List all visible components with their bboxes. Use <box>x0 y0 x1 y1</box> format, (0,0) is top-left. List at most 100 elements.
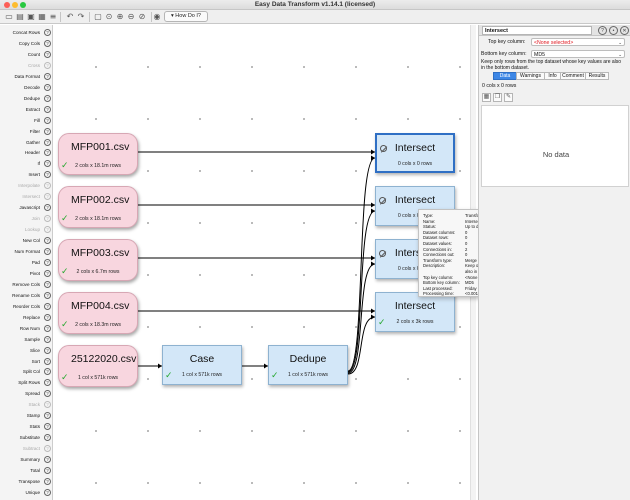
help-icon[interactable]: ? <box>44 50 51 58</box>
help-icon[interactable]: ? <box>44 116 51 124</box>
sidebar-item-split-rows[interactable]: Split Rows? <box>0 377 53 388</box>
help-icon[interactable]: ? <box>44 171 51 179</box>
tab-results[interactable]: Results <box>585 72 609 80</box>
help-icon[interactable]: ? <box>44 72 51 80</box>
stop-icon[interactable]: ◉ <box>153 12 161 21</box>
sidebar-item-rename-cols[interactable]: Rename Cols? <box>0 290 53 301</box>
help-icon[interactable]: ? <box>44 445 51 453</box>
data-grid[interactable]: No data <box>481 105 629 187</box>
tab-comment[interactable]: Comment <box>560 72 586 80</box>
panel-title-field[interactable]: Intersect <box>482 26 592 35</box>
help-icon[interactable]: ? <box>44 237 51 245</box>
sidebar-item-stack[interactable]: Stack? <box>0 399 53 410</box>
sidebar-item-insert[interactable]: Insert? <box>0 169 53 180</box>
help-icon[interactable]: ? <box>44 368 51 376</box>
help-icon[interactable]: ? <box>44 39 51 47</box>
help-icon[interactable]: ? <box>44 204 51 212</box>
help-icon[interactable]: ? <box>44 193 51 201</box>
help-icon[interactable]: ? <box>44 105 51 113</box>
help-icon[interactable]: ? <box>44 357 51 365</box>
sidebar-item-row-num[interactable]: Row Num? <box>0 323 53 334</box>
sidebar-item-extract[interactable]: Extract? <box>0 104 53 115</box>
recent-icon[interactable]: ≡ <box>49 12 57 21</box>
sidebar-item-gather[interactable]: Gather? <box>0 137 53 148</box>
sidebar-item-unique[interactable]: Unique? <box>0 487 53 498</box>
sidebar-item-copy-cols[interactable]: Copy Cols? <box>0 38 53 49</box>
zoom-out-icon[interactable]: ⊖ <box>127 12 135 21</box>
tab-warnings[interactable]: Warnings <box>516 72 545 80</box>
help-icon[interactable]: ? <box>44 313 51 321</box>
sidebar-item-reorder-cols[interactable]: Reorder Cols? <box>0 301 53 312</box>
edit-icon[interactable]: ✎ <box>504 93 513 102</box>
sidebar-item-new-col[interactable]: New Col? <box>0 235 53 246</box>
sidebar-item-intersect[interactable]: Intersect? <box>0 191 53 202</box>
help-icon[interactable]: ? <box>44 61 51 69</box>
bottom-key-select[interactable]: MD5 ⌄ <box>531 50 625 58</box>
sidebar-item-stats[interactable]: Stats? <box>0 421 53 432</box>
sidebar-item-dedupe[interactable]: Dedupe? <box>0 93 53 104</box>
sidebar-item-count[interactable]: Count? <box>0 49 53 60</box>
sidebar-item-subtract[interactable]: Subtract? <box>0 443 53 454</box>
sidebar-item-javascript[interactable]: Javascript? <box>0 202 53 213</box>
help-icon[interactable]: ? <box>44 94 51 102</box>
help-icon[interactable]: ? <box>44 149 51 157</box>
help-icon[interactable]: ? <box>44 160 51 168</box>
redo-icon[interactable]: ↷ <box>77 12 85 21</box>
sidebar-item-summary[interactable]: Summary? <box>0 454 53 465</box>
sidebar-item-cross[interactable]: Cross? <box>0 60 53 71</box>
sidebar-item-sample[interactable]: Sample? <box>0 334 53 345</box>
sidebar-item-interpolate[interactable]: Interpolate? <box>0 180 53 191</box>
help-icon[interactable]: ? <box>44 291 51 299</box>
zoom-in-icon[interactable]: ⊕ <box>116 12 124 21</box>
how-do-i-button[interactable]: ▾ How Do I? <box>164 11 208 22</box>
help-icon[interactable]: ? <box>44 280 51 288</box>
help-icon[interactable]: ? <box>44 248 51 255</box>
help-icon[interactable]: ? <box>44 390 51 398</box>
tab-info[interactable]: Info <box>544 72 561 80</box>
sidebar-item-filter[interactable]: Filter? <box>0 126 53 137</box>
help-icon[interactable]: ? <box>598 26 607 35</box>
sidebar-item-header[interactable]: Header? <box>0 147 53 158</box>
sidebar-item-concat-rows[interactable]: Concat Rows? <box>0 27 53 38</box>
sidebar-item-pivot[interactable]: Pivot? <box>0 268 53 279</box>
page-icon[interactable]: ▢ <box>94 12 102 21</box>
pin-icon[interactable]: • <box>609 26 618 35</box>
tab-data[interactable]: Data <box>493 72 517 80</box>
sidebar-item-join[interactable]: Join? <box>0 213 53 224</box>
minimize-window-button[interactable] <box>12 2 18 8</box>
help-icon[interactable]: ? <box>44 83 51 91</box>
help-icon[interactable]: ? <box>44 379 51 387</box>
help-icon[interactable]: ? <box>44 182 51 190</box>
help-icon[interactable]: ? <box>44 467 51 474</box>
new-file-icon[interactable]: ▭ <box>5 12 13 21</box>
sidebar-item-spread[interactable]: Spread? <box>0 388 53 399</box>
help-icon[interactable]: ? <box>44 423 51 431</box>
help-icon[interactable]: ? <box>44 127 51 135</box>
help-icon[interactable]: ? <box>44 335 51 343</box>
help-icon[interactable]: ? <box>44 215 51 223</box>
sidebar-item-num-format[interactable]: Num Format? <box>0 246 53 257</box>
copy-icon[interactable]: ❐ <box>493 93 502 102</box>
sidebar-item-split-col[interactable]: Split Col? <box>0 366 53 377</box>
help-icon[interactable]: ? <box>44 346 51 354</box>
table-view-icon[interactable]: ▦ <box>482 93 491 102</box>
sidebar-item-replace[interactable]: Replace? <box>0 312 53 323</box>
help-icon[interactable]: ? <box>44 401 51 409</box>
zoom-window-button[interactable] <box>20 2 26 8</box>
sidebar-item-if[interactable]: If? <box>0 158 53 169</box>
sidebar-item-transpose[interactable]: Transpose? <box>0 476 53 487</box>
sidebar-item-stamp[interactable]: Stamp? <box>0 410 53 421</box>
help-icon[interactable]: ? <box>44 269 51 277</box>
help-icon[interactable]: ? <box>44 477 51 485</box>
help-icon[interactable]: ? <box>44 324 51 332</box>
help-icon[interactable]: ? <box>44 138 51 146</box>
